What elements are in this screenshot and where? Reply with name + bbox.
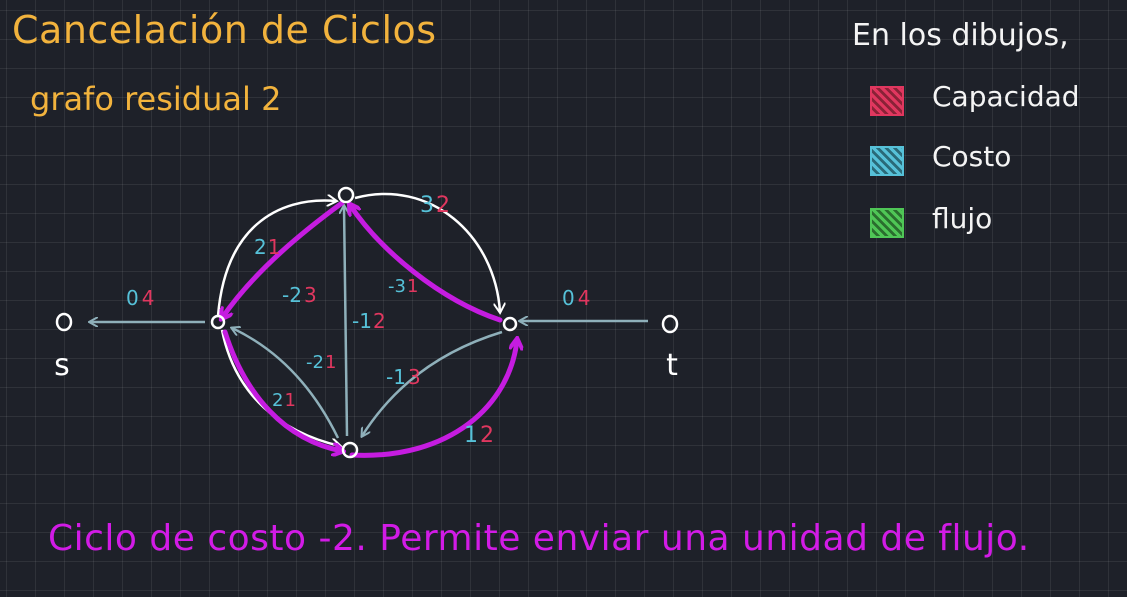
edge-label-vertical: -12 xyxy=(352,309,386,333)
page-subtitle: grafo residual 2 xyxy=(30,80,282,118)
cost-value: -2 xyxy=(282,283,302,307)
node-s xyxy=(55,312,73,332)
capacity-value: 1 xyxy=(268,235,281,259)
edge-left-to-bottom-arc xyxy=(220,329,340,446)
cost-value: 2 xyxy=(272,390,283,411)
capacity-value: 1 xyxy=(325,352,336,373)
legend-heading: En los dibujos, xyxy=(852,18,1069,53)
capacity-value: 2 xyxy=(436,193,450,218)
cost-value: -1 xyxy=(386,365,406,389)
edge-label-bottom-to-left: -21 xyxy=(306,352,336,373)
node-right xyxy=(502,316,518,332)
cost-value: 0 xyxy=(562,286,575,310)
capacity-value: 1 xyxy=(284,390,295,411)
flow-swatch xyxy=(870,208,904,238)
capacity-value: 3 xyxy=(408,365,421,389)
conclusion-text: Ciclo de costo -2. Permite enviar una un… xyxy=(48,518,1030,559)
capacity-value: 4 xyxy=(578,286,591,310)
edge-left-to-top-arc xyxy=(216,201,336,317)
cycle-edge-left-to-bottom xyxy=(222,329,342,451)
node-left xyxy=(210,314,226,330)
capacity-value: 3 xyxy=(304,283,317,307)
cost-swatch xyxy=(870,146,904,176)
capacity-value: 1 xyxy=(407,276,418,297)
edge-label-top-left-arc: 21 xyxy=(254,235,280,259)
cost-value: -3 xyxy=(388,276,406,297)
cost-value: -1 xyxy=(352,309,372,333)
node-bottom xyxy=(341,441,359,459)
node-t xyxy=(661,314,679,334)
cycle-edge-bottom-to-right xyxy=(349,340,517,458)
capacity-swatch xyxy=(870,86,904,116)
node-t-label: t xyxy=(666,348,678,383)
node-s-label: s xyxy=(54,348,70,383)
legend-label-flow: flujo xyxy=(932,202,993,235)
cost-value: 0 xyxy=(126,286,139,310)
cost-value: 1 xyxy=(464,423,478,448)
node-top xyxy=(337,186,355,204)
capacity-value: 4 xyxy=(142,286,155,310)
capacity-value: 2 xyxy=(480,423,494,448)
cost-value: 2 xyxy=(254,235,267,259)
legend-label-cost: Costo xyxy=(932,140,1012,173)
edge-bottom-to-top xyxy=(344,206,347,437)
edge-label-right-to-top-cycle: -31 xyxy=(388,276,418,297)
cost-value: 3 xyxy=(420,193,434,218)
edge-right-to-bottom xyxy=(362,330,503,436)
edge-label-top-right-arc: 32 xyxy=(420,193,450,218)
cycle-edge-top-to-left xyxy=(222,200,345,318)
edge-bottom-to-left xyxy=(232,328,340,439)
edge-top-to-right-arc xyxy=(354,192,500,312)
capacity-value: 2 xyxy=(373,309,386,333)
edge-label-bottom-right-cycle: 12 xyxy=(464,423,494,448)
cycle-edge-right-to-top xyxy=(350,205,503,323)
page-title: Cancelación de Ciclos xyxy=(12,8,437,52)
legend-label-capacity: Capacidad xyxy=(932,80,1080,113)
edge-label-left-bottom-arc: 21 xyxy=(272,390,296,411)
cost-value: -2 xyxy=(306,352,324,373)
